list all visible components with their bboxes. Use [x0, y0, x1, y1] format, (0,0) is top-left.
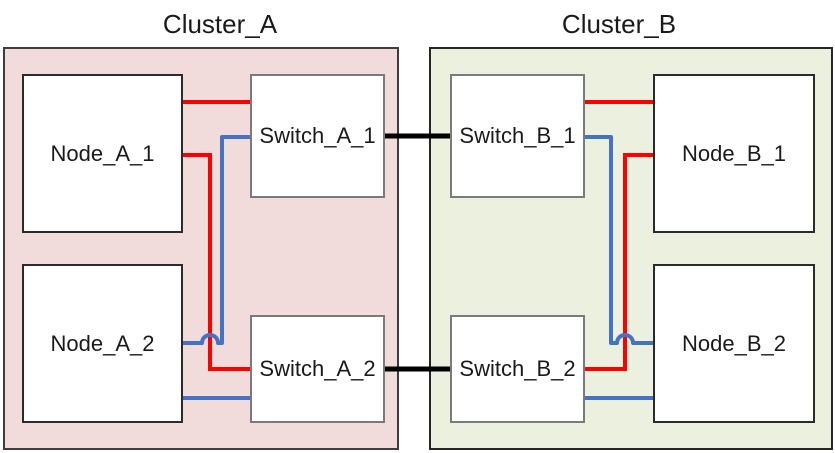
switch-a2-box: Switch_A_2 — [250, 315, 385, 423]
switch-a1-label: Switch_A_1 — [259, 123, 376, 148]
cluster-b-title: Cluster_B — [561, 9, 677, 39]
node-b2-label: Node_B_2 — [682, 330, 786, 356]
node-b1-label: Node_B_1 — [682, 140, 786, 166]
node-a1-label: Node_A_1 — [50, 140, 155, 166]
switch-b1-box: Switch_B_1 — [450, 74, 585, 198]
switch-a2-label: Switch_A_2 — [259, 356, 376, 381]
switch-b2-label: Switch_B_2 — [459, 356, 576, 381]
node-b1-box: Node_B_1 — [653, 74, 815, 233]
switch-b2-box: Switch_B_2 — [450, 315, 585, 423]
switch-b1-label: Switch_B_1 — [459, 123, 576, 148]
node-a2-box: Node_A_2 — [22, 264, 183, 423]
switch-a1-box: Switch_A_1 — [250, 74, 385, 198]
node-b2-box: Node_B_2 — [653, 264, 815, 423]
node-a1-box: Node_A_1 — [22, 74, 183, 233]
cluster-a-title: Cluster_A — [162, 9, 278, 39]
node-a2-label: Node_A_2 — [50, 330, 155, 356]
